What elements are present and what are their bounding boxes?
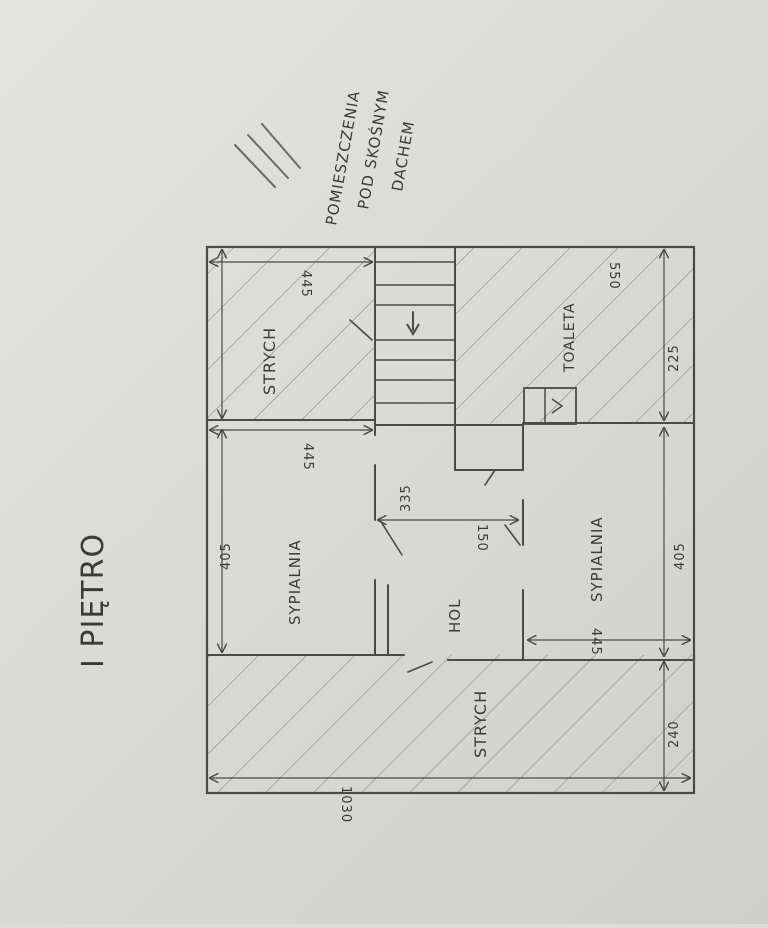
room-label-toaleta: TOALETA [562,302,578,373]
dim-right-top: 550 [606,262,621,290]
room-label-strych-bottom: STRYCH [471,690,490,758]
toaleta-area [455,247,694,423]
dim-toaleta-depth: 225 [667,344,682,372]
staircase [374,261,456,404]
strych-bottom-area [207,655,694,793]
dim-sypialnia-right-width: 445 [588,628,603,656]
outer-wall [205,245,696,795]
legend-line-3: DACHEM [388,119,418,193]
dim-hol-door: 150 [474,524,489,552]
dim-sypialnia-left-width: 445 [300,443,315,471]
strych-top-area [207,247,375,420]
dim-strych-top-width: 445 [298,270,313,298]
room-label-hol: HOL [446,599,464,633]
interior-walls [206,246,695,661]
legend-hatch-swatch [234,123,301,188]
toaleta-vent-icon [523,387,577,425]
dim-strych-bottom-depth: 240 [667,720,682,748]
room-label-sypialnia-left: SYPIALNIA [286,539,304,625]
dim-hol-width: 335 [399,484,414,512]
dimension-lines [210,250,690,790]
floor-label: I PIĘTRO [76,533,111,668]
stairs-direction-arrow-icon [406,311,420,336]
dim-sypialnia-left-depth: 405 [219,542,234,570]
room-label-sypialnia-right: SYPIALNIA [588,516,606,602]
room-label-strych-top: STRYCH [260,327,279,395]
dim-sypialnia-right-depth: 405 [673,542,688,570]
door-marks [349,319,521,673]
dim-total-width: 1030 [338,786,353,823]
